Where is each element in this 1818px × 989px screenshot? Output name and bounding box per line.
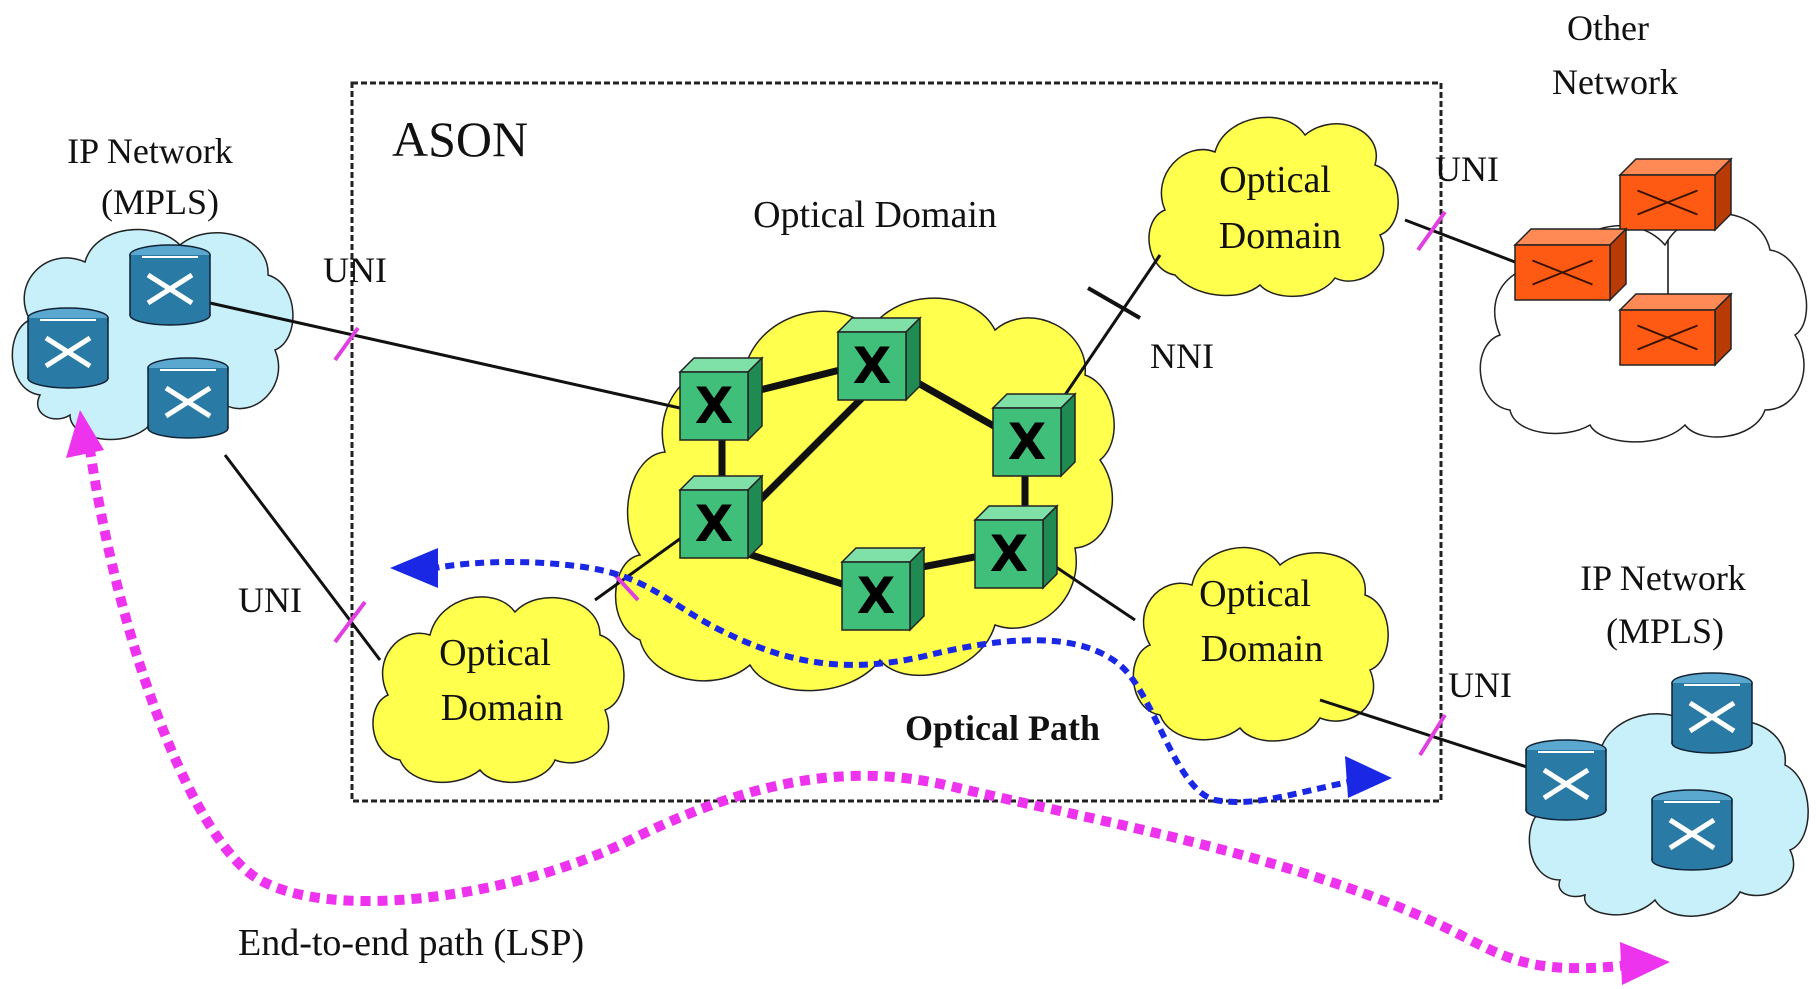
ip-router-5 xyxy=(1525,739,1607,821)
link-bottom-right-od-to-right-ip xyxy=(1319,698,1531,770)
ip-router-2 xyxy=(27,307,109,389)
ip-router-1 xyxy=(129,244,211,326)
lsp-arrowhead-right xyxy=(1620,942,1670,985)
optical-domain-center-label: Optical Domain xyxy=(753,194,997,236)
optical-domain-top-right-cloud xyxy=(1148,116,1399,297)
lsp-arrowhead-up xyxy=(66,410,104,458)
oxc-switch-glyph: X xyxy=(1008,413,1047,471)
link-top-right-od-to-other xyxy=(1404,218,1516,264)
optical-domain-bottom-right-label-2: Domain xyxy=(1201,628,1323,670)
other-switches xyxy=(1513,157,1733,367)
uni-marker-top-right xyxy=(1416,210,1447,252)
oxc-switch-glyph: X xyxy=(853,337,892,395)
end-to-end-lsp-line xyxy=(85,449,1631,974)
oxc-switch-glyph: X xyxy=(857,567,896,625)
optical-domain-bottom-left-cloud xyxy=(372,596,625,783)
interface-markers xyxy=(333,210,1447,757)
optical-path-line xyxy=(434,559,1371,805)
optical-domain-bottom-right-cloud xyxy=(1132,546,1389,742)
other-switch-3 xyxy=(1618,292,1733,367)
ip-network-left-label-2: (MPLS) xyxy=(101,182,219,222)
uni-marker-bottom-left xyxy=(333,600,367,644)
optical-path-arrowhead-left xyxy=(390,548,438,588)
links xyxy=(209,218,1669,770)
link-left-ip-to-bottom-left-od xyxy=(223,454,382,661)
oxc-switch-4: X xyxy=(991,392,1077,478)
optical-domain-bottom-left-label-2: Domain xyxy=(441,687,563,729)
uni-marker-top-left xyxy=(333,326,360,362)
ip-network-right-label-1: IP Network xyxy=(1580,558,1746,598)
ip-router-4 xyxy=(1671,672,1753,754)
uni-label-top-right: UNI xyxy=(1435,149,1499,189)
ason-title: ASON xyxy=(392,111,528,167)
link-center-to-top-right-od xyxy=(1046,254,1162,421)
uni-marker-bottom-right xyxy=(1418,713,1447,757)
uni-marker-center-left xyxy=(613,573,640,602)
oxc-switch-3: X xyxy=(678,474,764,560)
link-left-router-to-oxc xyxy=(209,301,681,410)
oxc-switch-1: X xyxy=(678,356,764,442)
nni-marker xyxy=(1087,286,1141,320)
end-to-end-path-label: End-to-end path (LSP) xyxy=(238,922,584,964)
ip-network-right-label-2: (MPLS) xyxy=(1606,611,1724,651)
other-network-label-2: Network xyxy=(1552,62,1678,102)
other-network-label-1: Other xyxy=(1567,8,1649,48)
optical-domain-top-right-label-1: Optical xyxy=(1219,159,1331,201)
other-switch-2 xyxy=(1513,227,1628,302)
ip-router-3 xyxy=(147,357,229,439)
uni-label-top-left: UNI xyxy=(323,250,387,290)
oxc-switch-glyph: X xyxy=(695,377,734,435)
oxc-switch-glyph: X xyxy=(990,525,1029,583)
ason-boundary xyxy=(350,81,1443,803)
oxc-switch-2: X xyxy=(836,316,922,402)
oxc-switch-5: X xyxy=(840,546,926,632)
link-center-to-bottom-right-od xyxy=(1049,561,1136,622)
optical-domain-bottom-right-label-1: Optical xyxy=(1199,573,1311,615)
uni-label-bottom-left: UNI xyxy=(238,580,302,620)
link-bottom-left-od-to-center xyxy=(594,526,696,602)
ip-router-6 xyxy=(1651,789,1733,871)
optical-path-arrowhead-right xyxy=(1345,756,1392,798)
ip-routers xyxy=(27,244,1753,871)
optical-domain-top-right-label-2: Domain xyxy=(1219,215,1341,257)
optical-domain-bottom-left-label-1: Optical xyxy=(439,632,551,674)
oxc-switch-glyph: X xyxy=(695,495,734,553)
nni-label: NNI xyxy=(1150,336,1214,376)
oxc-switch-6: X xyxy=(973,504,1059,590)
optical-path-label: Optical Path xyxy=(905,708,1100,748)
other-switch-1 xyxy=(1618,157,1733,232)
ip-network-left-label-1: IP Network xyxy=(67,131,233,171)
uni-label-bottom-right: UNI xyxy=(1448,665,1512,705)
